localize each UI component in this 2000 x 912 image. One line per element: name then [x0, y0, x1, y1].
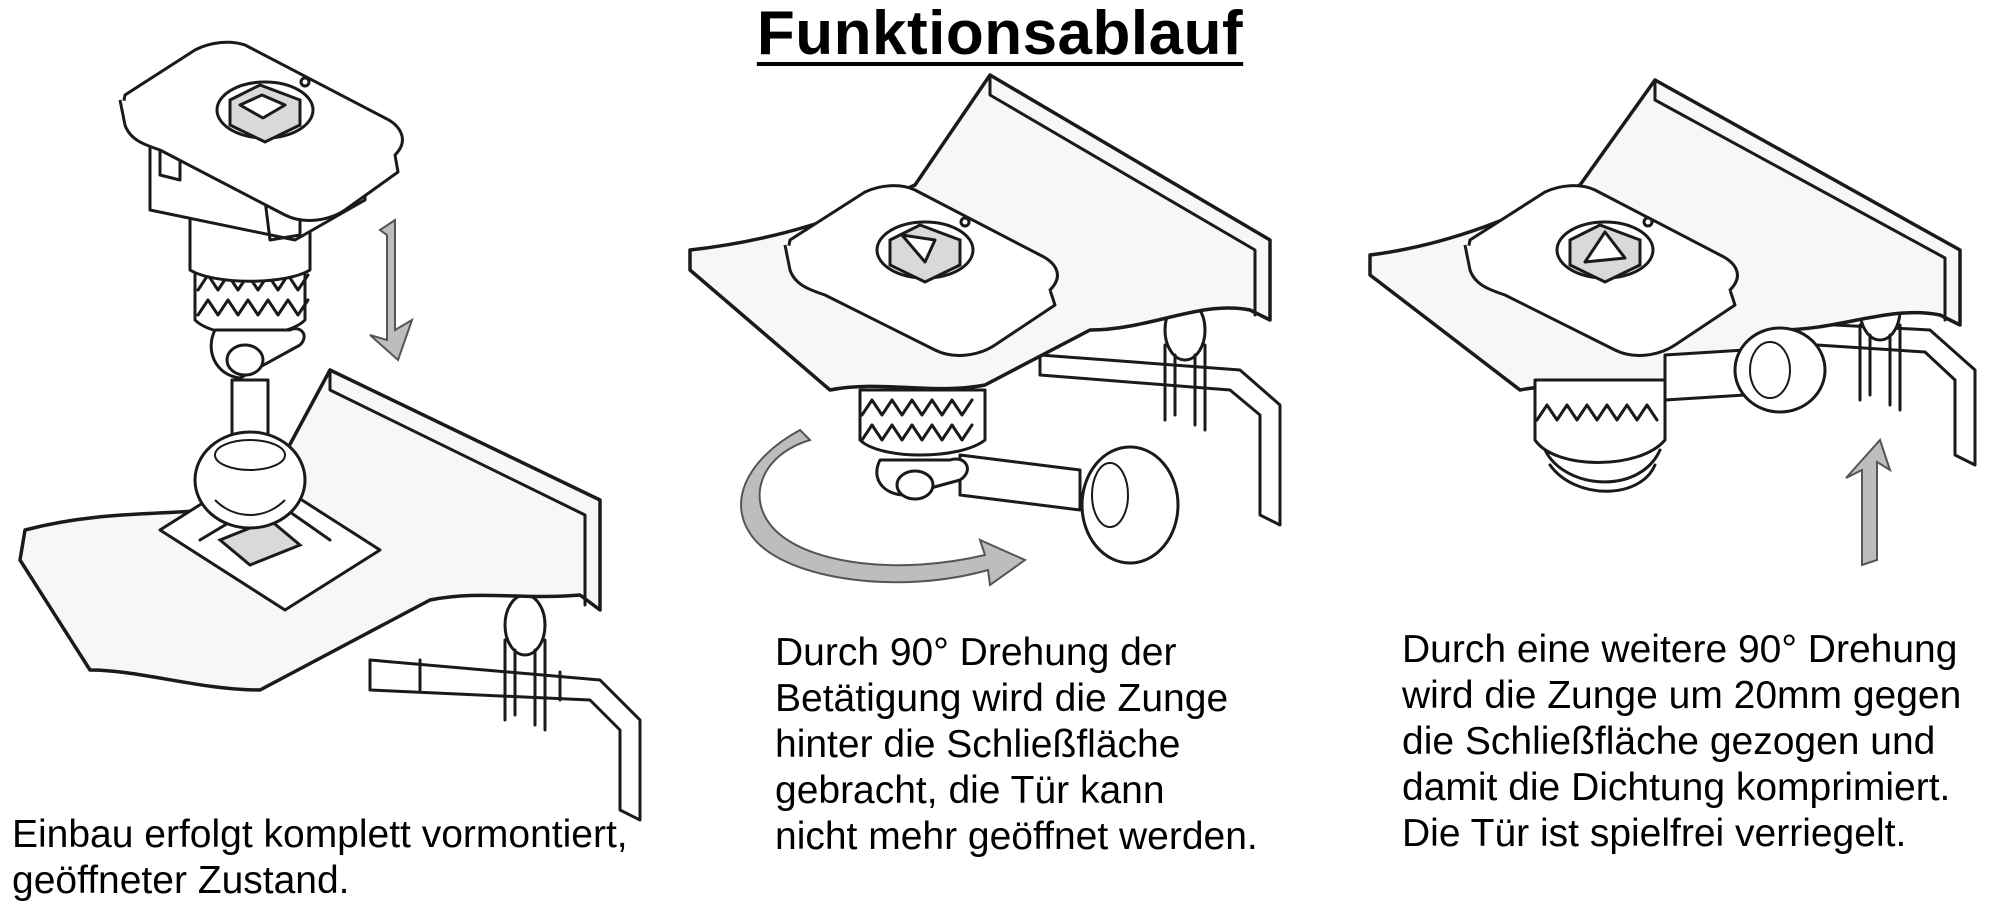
step2-ball-joint [1080, 445, 1180, 565]
step3-caption: Durch eine weitere 90° Drehung wird die … [1402, 628, 1962, 855]
diagram-title: Funktionsablauf [756, 0, 1244, 68]
step2-rotation-arrow [740, 428, 1028, 587]
step2-handle-plate [783, 184, 1059, 357]
step3-gear-ring [1533, 378, 1667, 493]
step1-handle-plate [118, 40, 404, 222]
step1-caption: Einbau erfolgt komplett vormontiert, geö… [12, 813, 628, 902]
step1-down-arrow [369, 218, 414, 362]
step1-ball-joint [193, 430, 307, 530]
step3-up-arrow [1845, 438, 1892, 567]
step3-handle-plate [1463, 184, 1739, 357]
step2-gear-ring [858, 388, 987, 457]
step3-ball-joint [1733, 326, 1827, 414]
step2-caption: Durch 90° Drehung der Betätigung wird di… [775, 631, 1258, 858]
step2-illustration [688, 73, 1282, 587]
step1-illustration [18, 40, 642, 822]
step3-illustration [1368, 78, 1977, 567]
step1-spring-clip [503, 593, 547, 732]
